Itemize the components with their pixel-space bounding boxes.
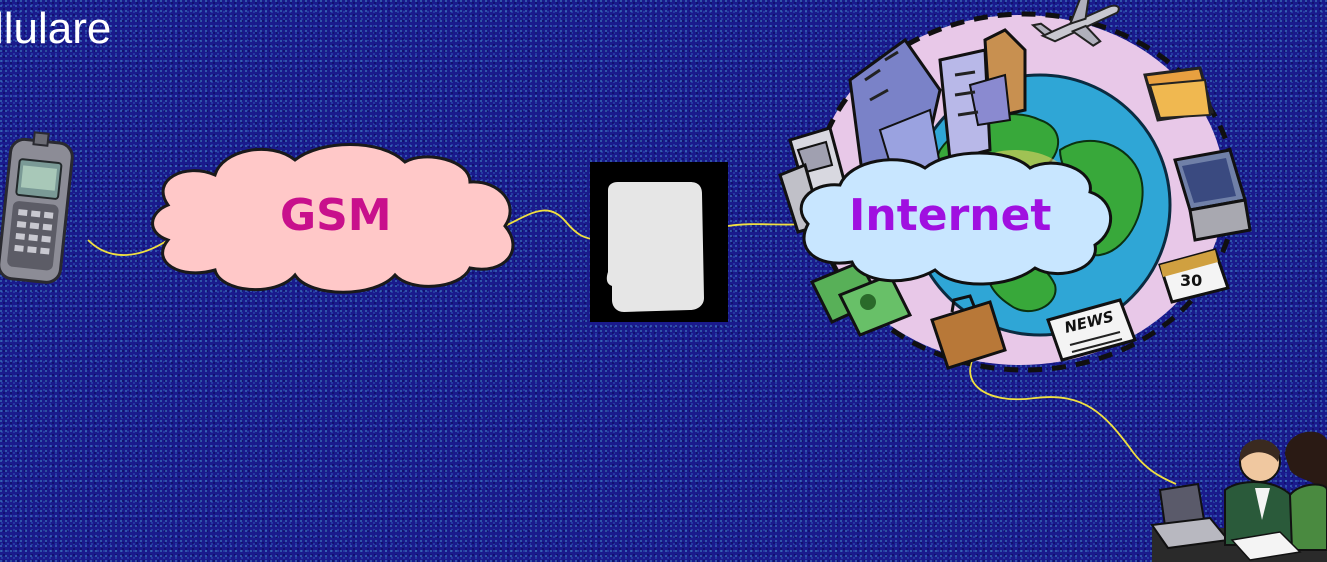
internet-label: Internet [849,190,1052,241]
mobile-phone-icon [0,131,74,284]
newspaper-icon: NEWS [1046,298,1137,362]
phone-to-gsm-line [87,239,169,256]
gateway-server-icon [590,162,728,322]
gsm-to-gateway-line [504,209,598,241]
gsm-cloud [151,143,515,294]
slide-title: llulare [0,4,112,53]
city-buildings-icon [848,28,1027,202]
desk-phone-icon [778,126,850,234]
briefcase-icon [930,294,1007,370]
airplane-icon [1030,0,1120,47]
svg-text:30: 30 [1180,271,1202,290]
users-at-computer-icon [1150,431,1327,562]
money-icon [809,260,913,337]
internet-cloud [799,151,1112,286]
laptop-icon [1173,148,1252,242]
calendar-icon: 30 [1158,248,1230,304]
gsm-label: GSM [280,190,392,241]
folder-icon [1143,66,1214,122]
